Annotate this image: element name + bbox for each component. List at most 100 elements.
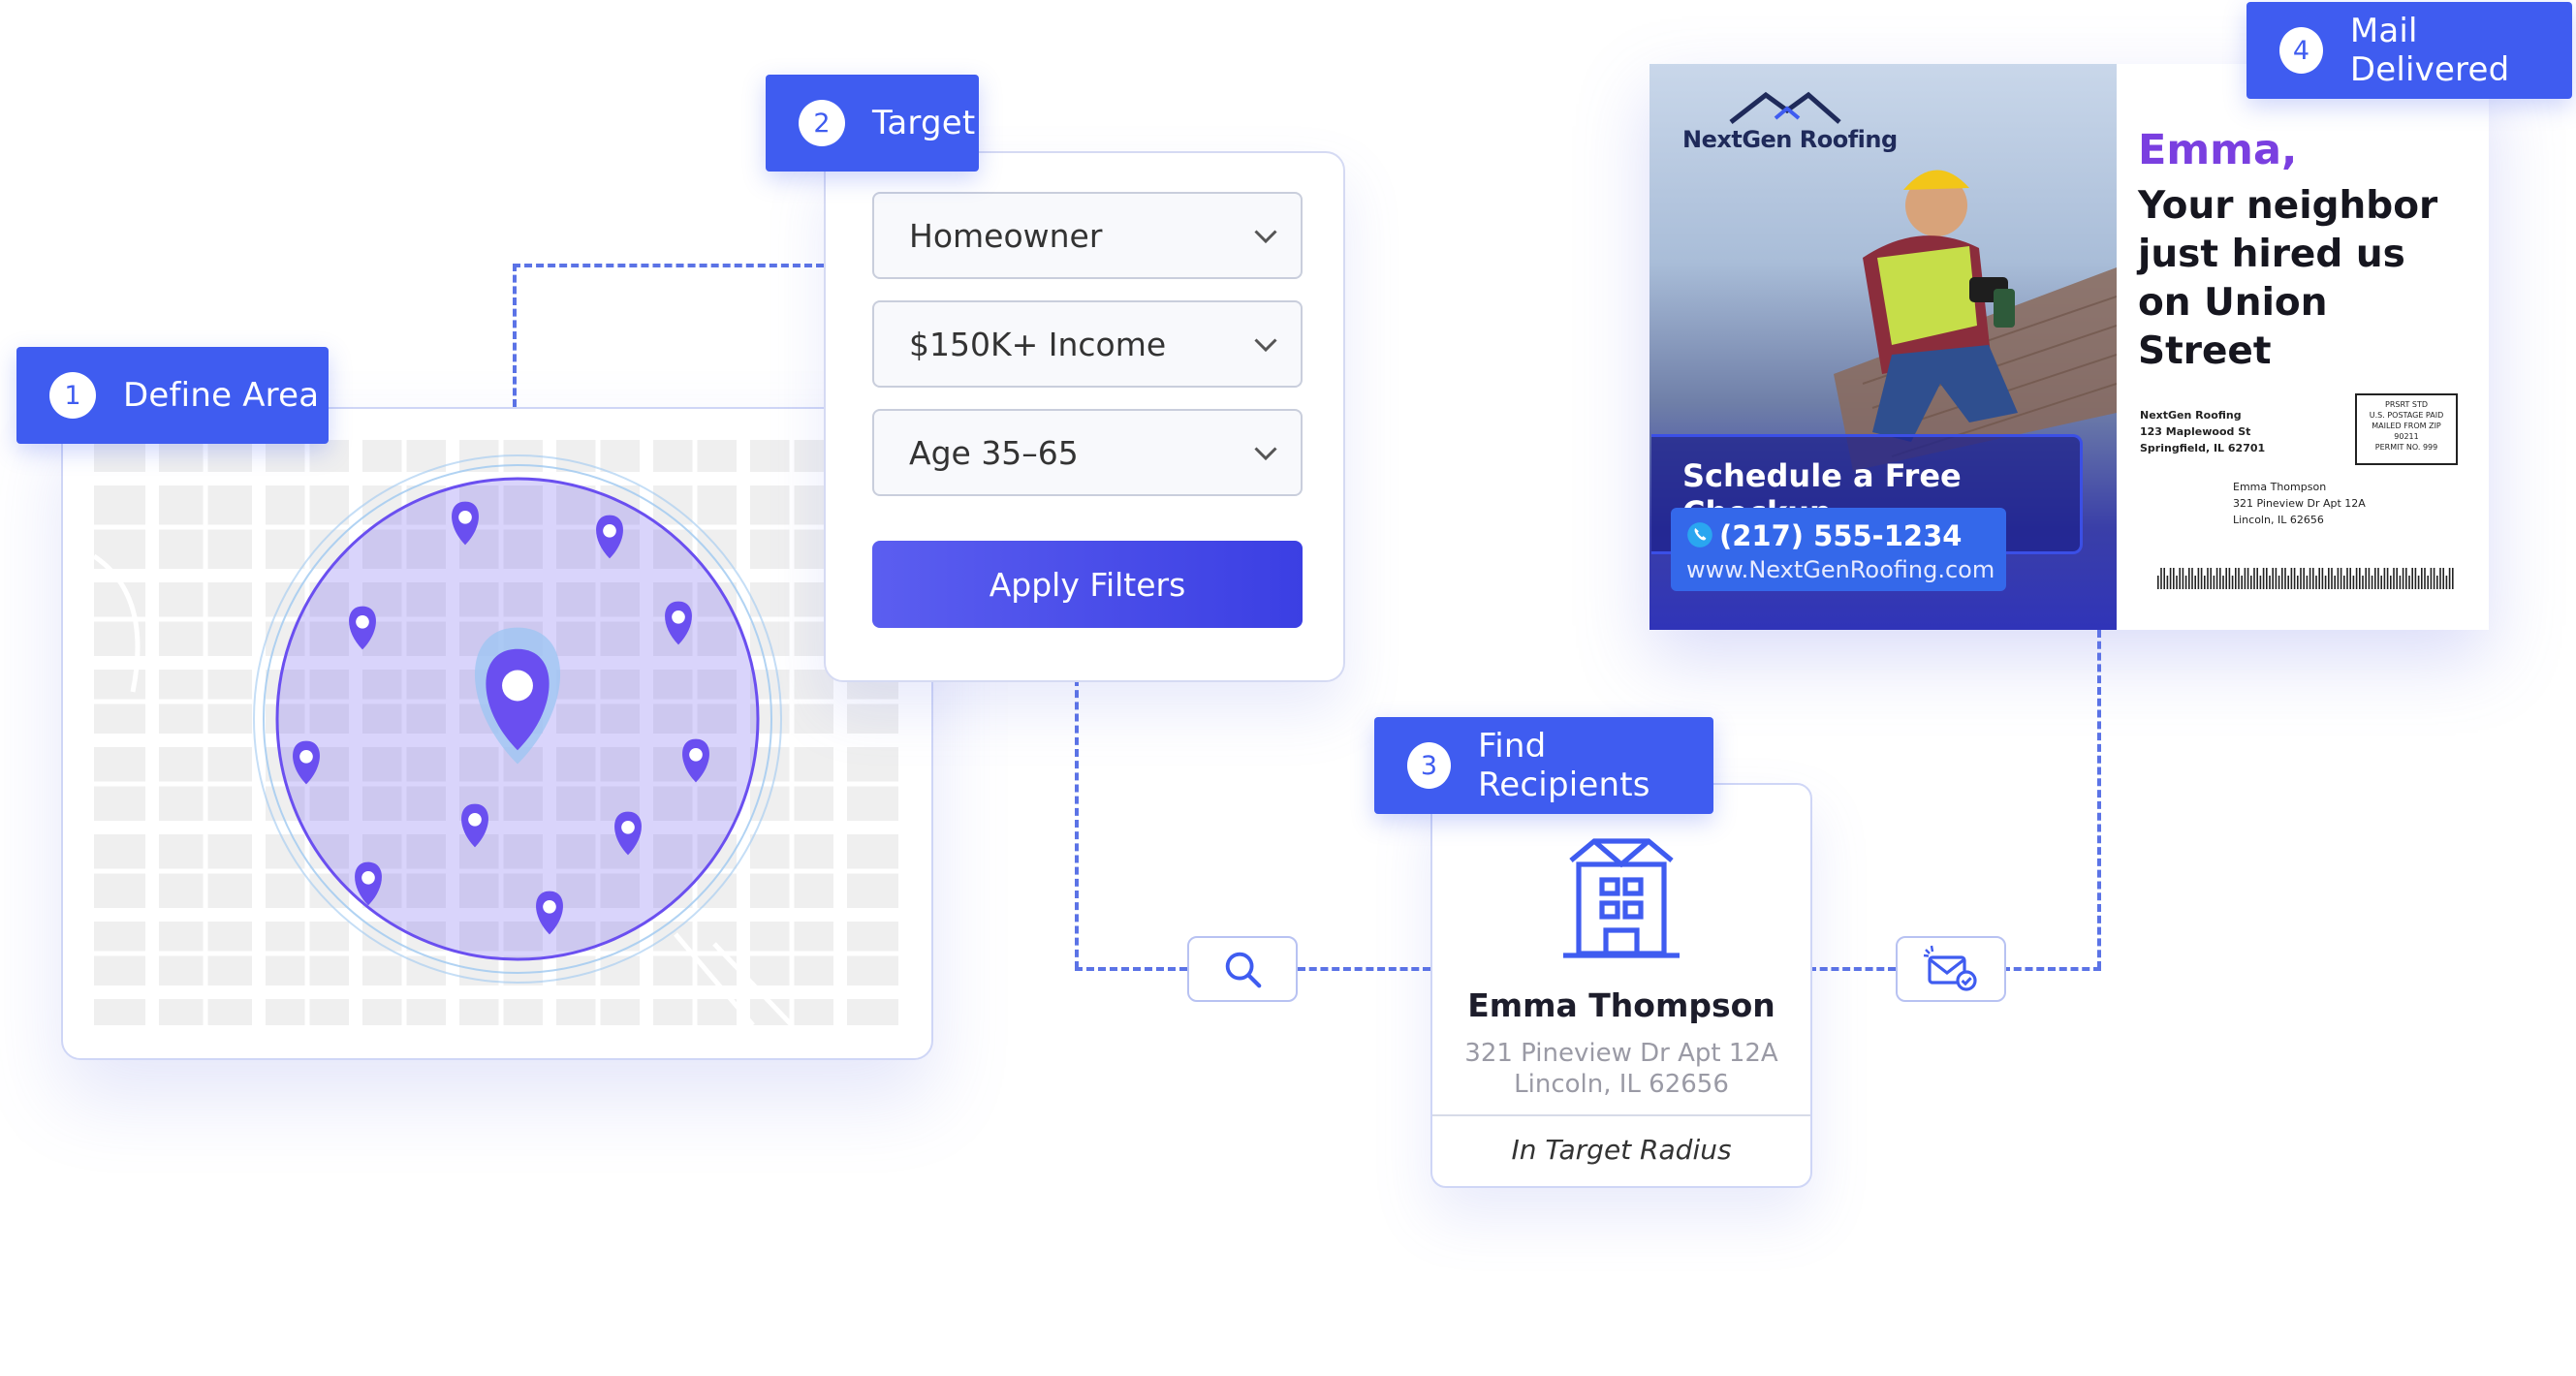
step-number: 2 (799, 100, 845, 146)
connector (2002, 967, 2101, 971)
barcode-bar (2414, 568, 2417, 589)
barcode-bar (2362, 576, 2364, 589)
barcode-bar (2343, 576, 2345, 589)
sender-address: NextGen Roofing 123 Maplewood St Springf… (2140, 407, 2265, 456)
barcode-bar (2281, 568, 2283, 589)
barcode-bar (2346, 568, 2348, 589)
barcode-bar (2241, 576, 2243, 589)
barcode-bar (2424, 568, 2426, 589)
barcode-bar (2318, 568, 2320, 589)
mail-step-button[interactable] (1896, 936, 2006, 1002)
map-pin-icon[interactable] (355, 861, 382, 906)
barcode-bar (2303, 568, 2305, 589)
recipient-address-line1: 321 Pineview Dr Apt 12A (1464, 1039, 1778, 1068)
chevron-down-icon (1254, 230, 1277, 244)
connector (2097, 630, 2101, 969)
center-map-pin-icon[interactable] (474, 627, 561, 765)
step-number: 3 (1407, 742, 1451, 789)
barcode-bar (2390, 576, 2392, 589)
age-dropdown[interactable]: Age 35–65 (872, 409, 1303, 496)
barcode-bar (2334, 576, 2336, 589)
barcode-bar (2445, 576, 2448, 589)
postage-line: MAILED FROM ZIP (2372, 422, 2441, 430)
pins-layer (293, 501, 709, 935)
phone-icon (1687, 522, 1712, 547)
barcode-bar (2197, 568, 2200, 589)
recipient-card[interactable]: Emma Thompson 321 Pineview Dr Apt 12A Li… (1430, 783, 1812, 1188)
map-pin-icon[interactable] (461, 803, 488, 848)
search-step-button[interactable] (1187, 936, 1298, 1002)
map-pin-icon[interactable] (682, 738, 709, 783)
map-pin-icon[interactable] (293, 740, 320, 785)
barcode-bar (2315, 576, 2317, 589)
barcode-bar (2228, 568, 2231, 589)
mail-recipient-name: Emma Thompson (2233, 481, 2327, 493)
barcode-bar (2331, 568, 2333, 589)
postcard-back: Emma, Your neighbor just hired us on Uni… (2117, 64, 2489, 630)
barcode-bar (2396, 568, 2398, 589)
barcode-bar (2287, 576, 2289, 589)
search-icon (1225, 952, 1262, 988)
barcode-bar (2256, 568, 2258, 589)
barcode-bar (2184, 576, 2187, 589)
map-pin-icon[interactable] (665, 601, 692, 645)
map-pin-icon[interactable] (596, 515, 623, 559)
barcode-bar (2411, 568, 2413, 589)
map-pin-icon[interactable] (614, 811, 642, 856)
company-logo-icon (1729, 91, 1841, 124)
dropdown-value: Age 35–65 (909, 433, 1079, 472)
barcode-bar (2179, 568, 2181, 589)
barcode-bar (2188, 568, 2190, 589)
barcode-bar (2207, 568, 2209, 589)
barcode-bar (2246, 568, 2249, 589)
step-number: 1 (49, 372, 96, 419)
connector (1298, 967, 1430, 971)
barcode-bar (2290, 568, 2293, 589)
phone-number: (217) 555-1234 (1719, 519, 1963, 552)
barcode-bar (2169, 568, 2172, 589)
barcode-bar (2448, 568, 2451, 589)
barcode-bar (2355, 568, 2358, 589)
map-pin-icon[interactable] (452, 501, 479, 546)
map-pin-icon[interactable] (349, 606, 376, 650)
barcode-bar (2399, 576, 2402, 589)
postage-line: U.S. POSTAGE PAID (2369, 411, 2444, 420)
barcode-bar (2312, 568, 2314, 589)
barcode-bar (2157, 576, 2159, 589)
barcode-bar (2269, 576, 2271, 589)
barcode-bar (2380, 576, 2382, 589)
apply-filters-button[interactable]: Apply Filters (872, 541, 1303, 628)
barcode-bar (2365, 568, 2367, 589)
barcode-bar (2383, 568, 2386, 589)
recipient-name: Emma Thompson (1467, 986, 1775, 1024)
barcode-bar (2204, 576, 2206, 589)
barcode-bar (2393, 568, 2395, 589)
barcode-bar (2275, 568, 2278, 589)
barcode-bar (2309, 568, 2311, 589)
barcode-bar (2442, 568, 2444, 589)
barcode-bar (2374, 568, 2376, 589)
homeowner-dropdown[interactable]: Homeowner (872, 192, 1303, 279)
barcode-bar (2405, 568, 2407, 589)
step-label: Find Recipients (1478, 727, 1650, 804)
map[interactable] (94, 440, 898, 1025)
building-icon (1563, 838, 1680, 958)
mail-recipient-street: 321 Pineview Dr Apt 12A (2233, 497, 2366, 510)
barcode-bar (2430, 568, 2433, 589)
postage-line: PRSRT STD (2385, 400, 2428, 409)
barcode-bar (2321, 568, 2324, 589)
barcode-bar (2250, 576, 2252, 589)
chevron-down-icon (1254, 338, 1277, 353)
income-dropdown[interactable]: $150K+ Income (872, 300, 1303, 388)
sender-city: Springfield, IL 62701 (2140, 442, 2266, 454)
company-logo-text: NextGen Roofing (1682, 126, 1898, 153)
barcode-bar (2284, 568, 2286, 589)
barcode-bar (2408, 576, 2410, 589)
sender-name: NextGen Roofing (2140, 409, 2242, 422)
greeting: Emma, (2138, 126, 2298, 174)
barcode-bar (2452, 568, 2454, 589)
barcode-bar (2427, 576, 2429, 589)
barcode-bar (2182, 568, 2184, 589)
map-pin-icon[interactable] (536, 891, 563, 935)
barcode-bar (2421, 568, 2423, 589)
